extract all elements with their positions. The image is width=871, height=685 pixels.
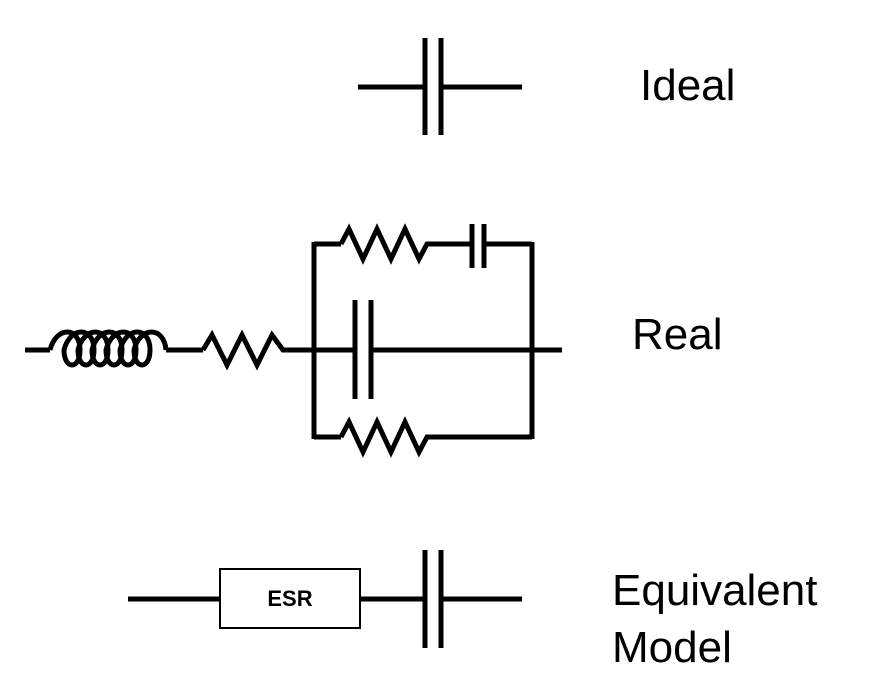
series-resistor <box>200 329 314 371</box>
top-branch-resistor <box>338 223 470 265</box>
bottom-branch-resistor <box>338 416 532 458</box>
inductor-coil <box>47 329 169 368</box>
ideal-capacitor <box>358 38 522 135</box>
ideal-label: Ideal <box>640 61 736 110</box>
equivalent-model <box>128 550 522 648</box>
real-capacitor-model <box>25 223 562 458</box>
real-label: Real <box>632 310 723 359</box>
equivalent-model-label: Equivalent Model <box>612 562 817 676</box>
equivalent-label-line2: Model <box>612 623 732 673</box>
esr-label: ESR <box>267 585 313 611</box>
equivalent-label-line1: Equivalent <box>612 566 818 615</box>
